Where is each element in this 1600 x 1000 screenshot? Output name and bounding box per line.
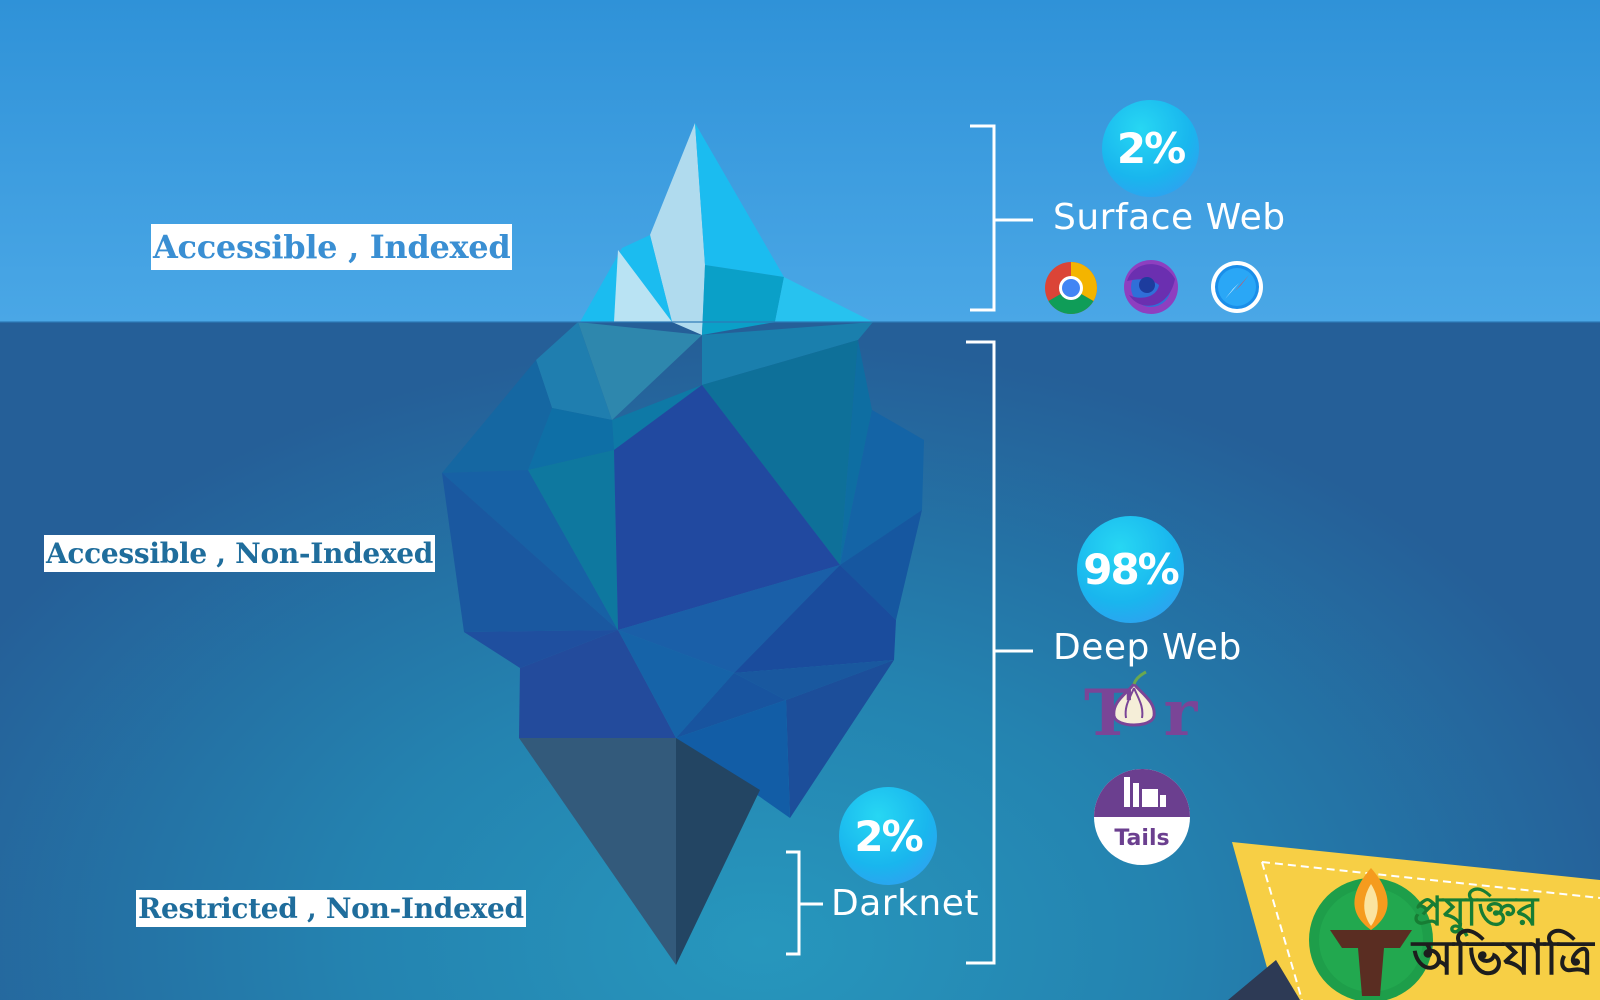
deep-web-title: Deep Web	[1053, 627, 1242, 668]
deep-bracket	[966, 340, 1033, 965]
firefox-icon	[1124, 260, 1178, 314]
brand-line-2: অভিযাত্রি	[1412, 930, 1594, 986]
chrome-icon	[1045, 262, 1097, 314]
tor-logo-t: T	[1084, 676, 1132, 751]
dark-bracket	[786, 850, 823, 956]
safari-icon	[1211, 261, 1263, 313]
iceberg	[442, 123, 924, 965]
label-accessible-indexed: Accessible , Indexed	[151, 224, 513, 270]
darknet-title: Darknet	[831, 883, 980, 924]
tails-logo	[1094, 769, 1190, 865]
label-accessible-non-indexed: Accessible , Non-Indexed	[44, 535, 436, 572]
surface-bracket	[970, 124, 1033, 312]
brand-line-1: প্রযুক্তির	[1413, 889, 1539, 935]
tor-onion-icon	[1112, 670, 1156, 727]
brand-badge	[1228, 842, 1600, 1000]
surface-web-title: Surface Web	[1053, 197, 1286, 238]
deep-web-percent: 98%	[1077, 516, 1184, 623]
tails-logo-text: Tails	[1114, 826, 1170, 851]
darknet-percent: 2%	[839, 787, 937, 885]
label-restricted-non-indexed: Restricted , Non-Indexed	[136, 890, 526, 927]
tor-logo-r: r	[1163, 676, 1198, 751]
surface-web-percent: 2%	[1102, 100, 1199, 197]
